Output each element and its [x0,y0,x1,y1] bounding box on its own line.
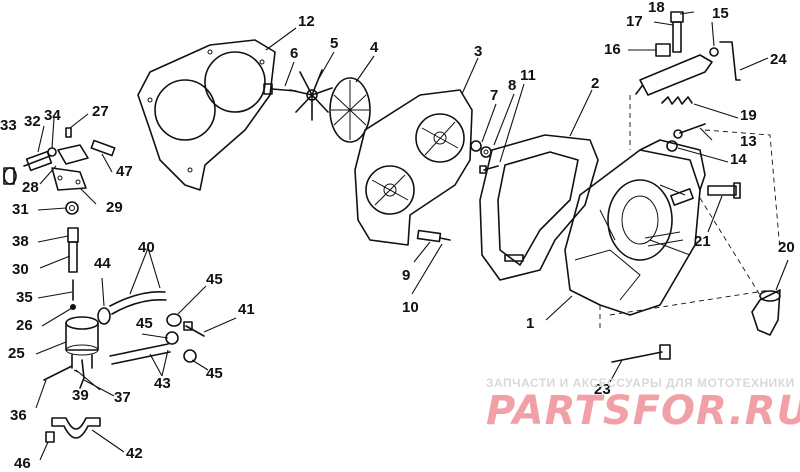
part-46-screw [45,431,55,443]
part-6-bolt [263,83,297,95]
callout-15: 15 [712,5,729,22]
part-15-clip [709,47,719,57]
callout-19: 19 [740,107,757,124]
callout-33: 33 [0,117,17,134]
part-27-screw [65,127,72,138]
callout-21: 21 [694,233,711,250]
callout-4: 4 [370,39,379,56]
callout-13: 13 [740,133,757,150]
part-45-clamp-a [166,313,182,327]
callout-28: 28 [22,179,39,196]
watermark-logo: PARTSFOR.RU [486,388,800,434]
callout-46: 46 [14,455,31,472]
part-36-wire [43,365,73,381]
leader-lines [35,11,789,461]
part-17-shaft [672,21,682,53]
part-19-spring [661,96,693,105]
callout-37: 37 [114,389,131,406]
callout-44: 44 [94,255,111,272]
callout-29: 29 [106,199,123,216]
part-10-screw [439,237,451,241]
part-41-fitting [183,321,205,337]
part-32-fitting [23,150,53,172]
callout-2: 2 [591,75,600,92]
part-4-diaphragm [329,77,371,143]
callout-45-a: 45 [206,271,223,288]
callout-14: 14 [730,151,747,168]
part-24-link-rod [719,41,741,81]
part-43-hose [109,343,171,365]
callout-43: 43 [154,375,171,392]
callout-3: 3 [474,43,483,60]
callout-35: 35 [16,289,33,306]
callout-31: 31 [12,201,29,218]
callout-32: 32 [24,113,41,130]
callout-7: 7 [490,87,499,104]
callout-27: 27 [92,103,109,120]
callout-30: 30 [12,261,29,278]
callout-10: 10 [402,299,419,316]
callout-38: 38 [12,233,29,250]
part-5-reed-valve [289,69,333,121]
callout-42: 42 [126,445,143,462]
part-45-clamp-c [183,349,197,363]
callout-6: 6 [290,45,299,62]
part-7-washer [470,140,482,152]
callout-24: 24 [770,51,787,68]
part-12-gasket [137,39,276,191]
watermark-caption: ЗАПЧАСТИ И АКСЕССУАРЫ ДЛЯ МОТОТЕХНИКИ [486,376,795,390]
callout-41: 41 [238,301,255,318]
part-42-bracket [51,417,101,439]
alignment-lines [599,95,781,330]
callout-20: 20 [778,239,795,256]
callout-8: 8 [508,77,517,94]
part-18-cap [670,11,684,23]
part-1-carburetor-body [564,139,706,316]
callout-39: 39 [72,387,89,404]
callout-9: 9 [402,267,411,284]
part-37-wire [79,359,85,389]
part-14-nut [666,140,678,152]
callout-45-b: 45 [136,315,153,332]
callout-16: 16 [604,41,621,58]
callout-18: 18 [648,0,665,16]
part-29-plate [51,167,87,191]
part-3-pump-plate [354,89,473,246]
part-28-gasket [57,144,89,165]
part-33-cap [3,167,17,185]
callout-45-c: 45 [206,365,223,382]
callout-11: 11 [520,67,536,84]
callout-25: 25 [8,345,25,362]
callout-1: 1 [526,315,535,332]
part-38-sleeve [67,227,79,243]
part-21-screw [707,182,741,199]
part-40-hose [109,290,167,315]
callout-5: 5 [330,35,339,52]
callout-34: 34 [44,107,61,124]
part-34-washer [47,147,57,157]
part-9-screw [416,229,442,243]
callout-36: 36 [10,407,27,424]
part-44-clamp [97,307,111,325]
part-31-nut [65,201,79,215]
part-2-gasket [479,134,599,281]
part-23-screw [611,344,671,363]
callout-17: 17 [626,13,643,30]
callout-23: 23 [594,381,611,398]
part-30-tube [68,241,78,273]
part-13-screw [673,123,706,139]
part-20-fitting [751,289,781,336]
part-11-screw [479,165,499,174]
part-8-nut [480,146,492,158]
callout-12: 12 [298,13,315,30]
callout-47: 47 [116,163,133,180]
part-47-sleeve [90,139,116,157]
callout-26: 26 [16,317,33,334]
callout-40: 40 [138,239,155,256]
